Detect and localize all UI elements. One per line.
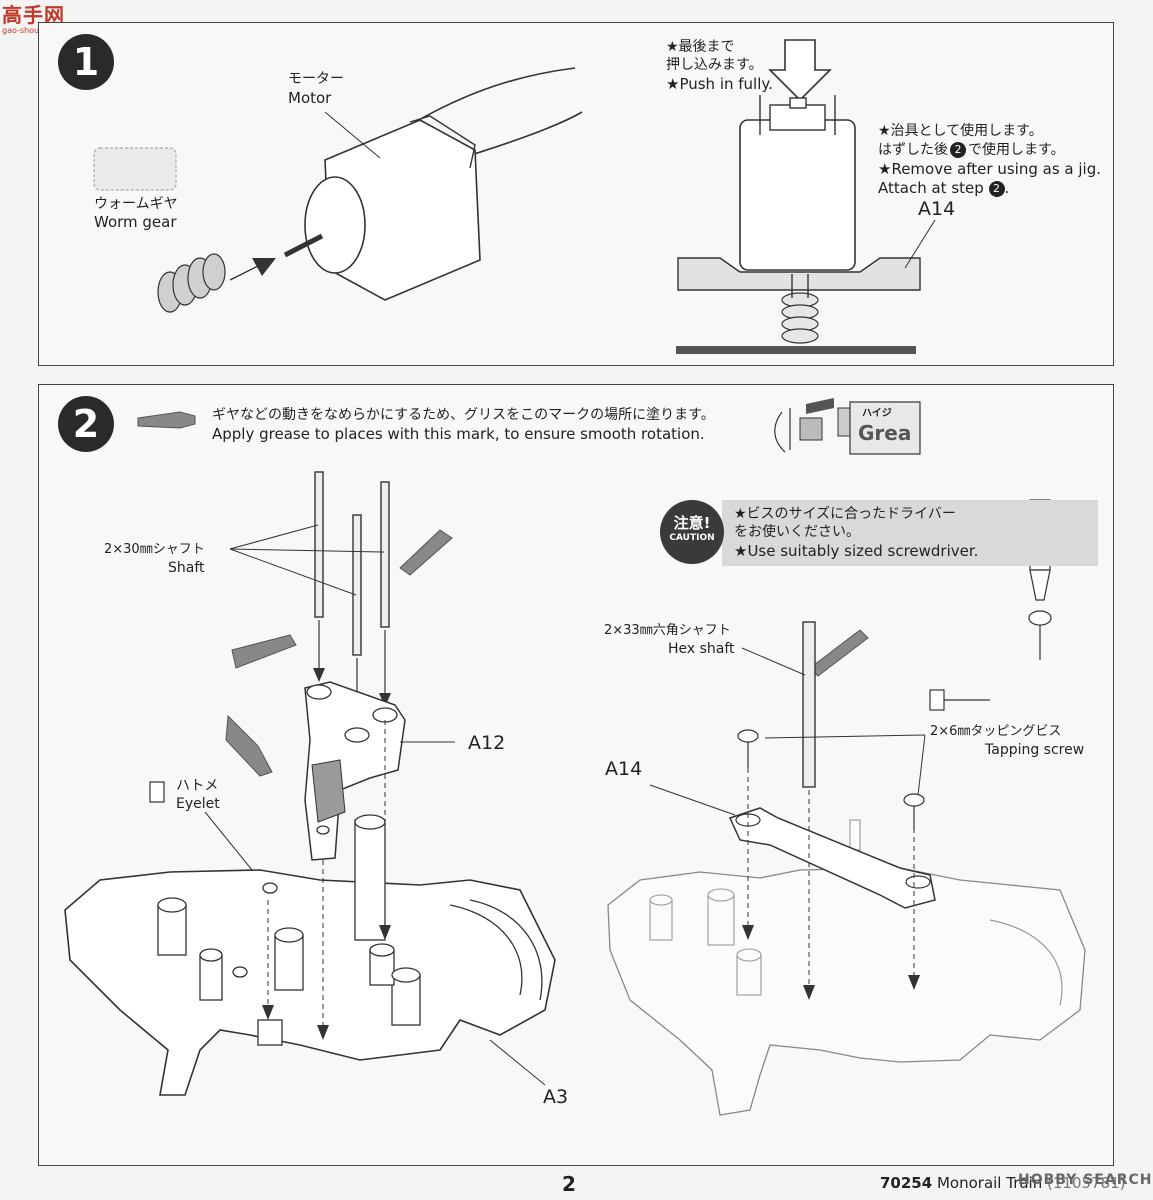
jig-note-en2-text: Attach at step: [878, 179, 984, 197]
grease-note-en: Apply grease to places with this mark, t…: [212, 425, 705, 443]
product-ref: (1105781): [1047, 1174, 1126, 1192]
caution-note-box: [722, 500, 1098, 566]
product-title: Monorail Train: [936, 1174, 1043, 1192]
logo-text: 高手网: [2, 3, 65, 27]
screw-label-en: Tapping screw: [985, 742, 1085, 758]
shaft-label-jp: 2×30㎜シャフト: [104, 542, 205, 557]
product-code: 70254: [880, 1174, 933, 1192]
jig-note-jp2a: はずした後: [878, 142, 948, 158]
hex-shaft-label-en: Hex shaft: [668, 641, 735, 657]
hex-shaft-label-jp: 2×33㎜六角シャフト: [604, 623, 731, 638]
screw-label-jp: 2×6㎜タッピングビス: [930, 724, 1062, 739]
driver-note-jp2: をお使いください。: [734, 524, 860, 540]
driver-note-en: ★Use suitably sized screwdriver.: [734, 542, 979, 560]
push-note-jp1: ★最後まで: [666, 39, 735, 55]
caution-badge-en: CAUTION: [669, 533, 715, 543]
push-note-jp2: 押し込みます。: [666, 57, 763, 73]
motor-label-jp: モーター: [288, 71, 344, 87]
grease-tube-label-jp: ハイジ: [862, 408, 892, 419]
shaft-label-en: Shaft: [168, 560, 205, 576]
driver-note-jp1: ★ビスのサイズに合ったドライバー: [734, 506, 956, 522]
part-a3: A3: [543, 1086, 569, 1108]
jig-note-jp2b: で使用します。: [968, 142, 1065, 158]
jig-note-jp1: ★治具として使用します。: [878, 123, 1043, 139]
part-a14-step1: A14: [918, 198, 956, 220]
motor-label-en: Motor: [288, 89, 332, 107]
part-a12: A12: [468, 732, 506, 754]
footer-product: 70254 Monorail Train (1105781): [880, 1174, 1126, 1192]
eyelet-label-jp: ハトメ: [176, 778, 219, 794]
grease-tube-label: Grea: [858, 421, 912, 445]
eyelet-label-en: Eyelet: [176, 796, 220, 812]
grease-note-jp: ギヤなどの動きをなめらかにするため、グリスをこのマークの場所に塗ります。: [212, 407, 715, 423]
jig-step-ref-icon-2: 2: [988, 180, 1005, 197]
site-logo: 高手网 gao-shou.com: [2, 4, 72, 36]
caution-badge: 注意! CAUTION: [660, 500, 724, 564]
worm-label-en: Worm gear: [94, 213, 177, 231]
jig-note-en1: ★Remove after using as a jig.: [878, 160, 1101, 178]
step1-panel: [38, 22, 1114, 366]
page-number: 2: [562, 1172, 576, 1196]
caution-badge-jp: 注意!: [673, 514, 711, 532]
push-note-en: ★Push in fully.: [666, 75, 773, 93]
logo-subtext: gao-shou.com: [2, 26, 59, 35]
jig-step-ref-icon: 2: [950, 142, 966, 158]
step2-number: 2: [58, 396, 114, 452]
watermark: HOBBY SEARCH: [1018, 1172, 1153, 1188]
step1-number: 1: [58, 34, 114, 90]
part-a14-step2: A14: [605, 758, 643, 780]
worm-label-jp: ウォームギヤ: [94, 196, 178, 212]
jig-note-en2: Attach at step 2.: [878, 179, 1010, 197]
